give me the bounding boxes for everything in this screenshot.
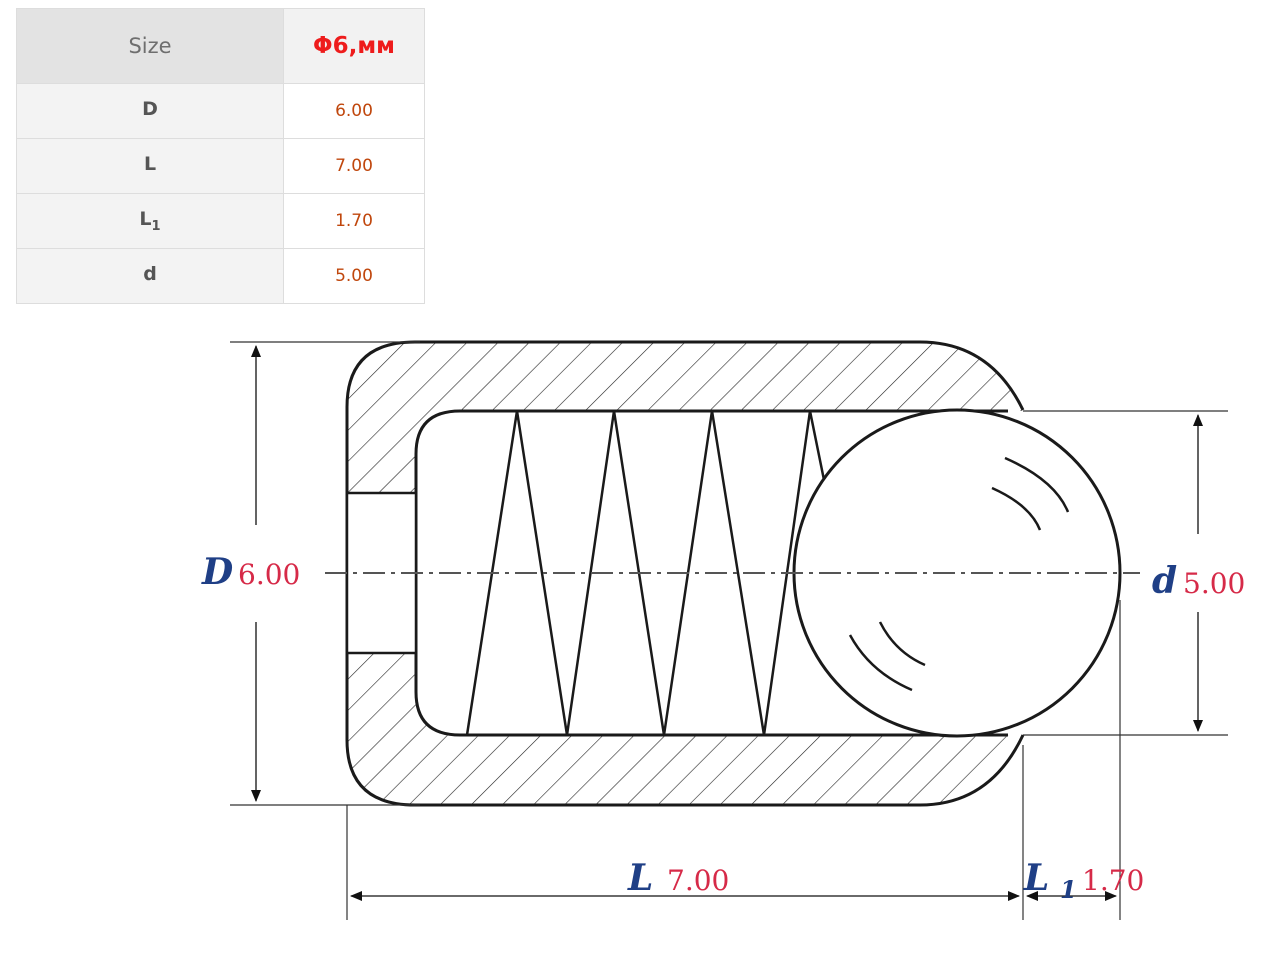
ball bbox=[792, 408, 1122, 738]
dim-L1-subscript: 1 bbox=[1060, 875, 1077, 904]
table-header-row: Size Φ6,мм bbox=[16, 8, 425, 84]
table-row: d 5.00 bbox=[16, 248, 425, 304]
sleeve-body bbox=[345, 340, 1025, 807]
param-label: L bbox=[139, 208, 152, 231]
sleeve-hatch bbox=[347, 342, 1023, 805]
dim-L1-value: 1.70 bbox=[1082, 864, 1144, 897]
param-cell: D bbox=[16, 83, 284, 139]
dimension-d: d 5.00 bbox=[1152, 414, 1245, 732]
param-cell: L bbox=[16, 138, 284, 194]
value-cell: 1.70 bbox=[283, 193, 425, 249]
dim-D-value: 6.00 bbox=[238, 558, 300, 591]
param-subscript: 1 bbox=[151, 218, 161, 234]
dim-L-value: 7.00 bbox=[667, 864, 729, 897]
value-cell: 7.00 bbox=[283, 138, 425, 194]
dim-d-value: 5.00 bbox=[1183, 567, 1245, 600]
dimension-L: L 7.00 bbox=[350, 857, 1020, 901]
dim-L-letter: L bbox=[627, 857, 653, 899]
dim-D-letter: D bbox=[201, 551, 233, 593]
table-row: D 6.00 bbox=[16, 83, 425, 139]
dim-d-letter: d bbox=[1152, 560, 1177, 602]
table-row: L 7.00 bbox=[16, 138, 425, 194]
value-cell: 6.00 bbox=[283, 83, 425, 139]
param-cell: d bbox=[16, 248, 284, 304]
param-label: D bbox=[142, 98, 158, 121]
dimension-L1: L 1 1.70 bbox=[1023, 857, 1144, 904]
dimension-D: D 6.00 bbox=[201, 345, 300, 802]
spec-table: Size Φ6,мм D 6.00 L 7.00 L1 1.70 d 5.00 bbox=[16, 8, 425, 304]
spring bbox=[465, 410, 826, 736]
param-label: L bbox=[143, 153, 157, 176]
dim-L1-letter: L bbox=[1023, 857, 1049, 899]
value-cell: 5.00 bbox=[283, 248, 425, 304]
size-value-header: Φ6,мм bbox=[283, 8, 425, 84]
extension-lines bbox=[230, 341, 1228, 920]
size-header: Size bbox=[16, 8, 284, 84]
param-cell: L1 bbox=[16, 193, 284, 249]
table-row: L1 1.70 bbox=[16, 193, 425, 249]
param-label: d bbox=[143, 263, 157, 286]
